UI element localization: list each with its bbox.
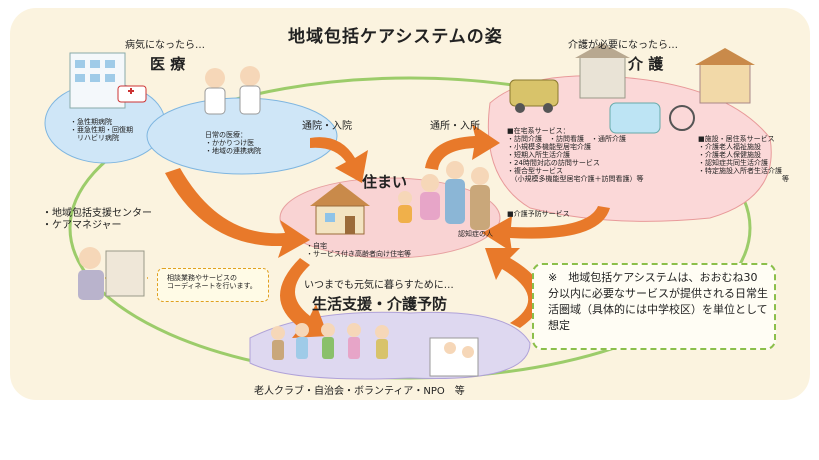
care-home-heading: ■在宅系サービス： [507, 127, 570, 135]
medical-daily-label: 日常の医療： [205, 131, 247, 139]
care-intro: 介護が必要になったら… [568, 40, 678, 51]
flow-arrows [165, 124, 610, 338]
coordinator-bubble-text: 相談業務やサービスの コーディネートを行います。 [167, 274, 257, 290]
care-facility-item: ・特定施設入所者生活介護 [698, 167, 782, 176]
care-prevention-service: ■介護予防サービス [507, 210, 570, 218]
medical-intro: 病気になったら… [125, 40, 205, 51]
care-facility-item: ・介護老人保健施設 [698, 151, 761, 160]
medical-daily-item: ・かかりつけ医 [205, 139, 255, 148]
care-home-services: ■在宅系サービス： ・訪問介護 ・訪問看護 ・通所介護 ・小規模多機能型居宅介護… [507, 127, 644, 183]
care-facility-item: 等 [698, 175, 789, 184]
arrow-label-medical: 通院・入院 [302, 121, 352, 132]
support-center-list: ・地域包括支援センター ・ケアマネジャー [42, 208, 152, 231]
diagram-background [44, 43, 772, 380]
hospital-illustration [69, 52, 147, 109]
house-illustration [310, 183, 370, 235]
diagram-title: 地域包括ケアシステムの姿 [288, 27, 503, 47]
coordinator-bubble-line: 相談業務やサービスの [167, 274, 237, 282]
care-home-item: ・24時間対応の訪問サービス [507, 159, 600, 168]
care-manager-illustration [78, 247, 145, 300]
care-home-item: ・訪問介護 ・訪問看護 ・通所介護 [507, 135, 626, 144]
note-box [532, 263, 776, 350]
home-item: ・自宅 [306, 242, 327, 250]
coordinator-bubble [157, 268, 269, 302]
arrow-home-to-living [280, 258, 328, 338]
doctors-illustration [204, 66, 261, 115]
arrow-living-to-home [485, 248, 543, 328]
care-home-item: （小規模多機能型居宅介護＋訪問看護）等 [507, 175, 644, 184]
medical-hospital-list: ・急性期病院 ・亜急性期・回復期 リハビリ病院 [70, 118, 133, 142]
care-facility-item: ・認知症共同生活介護 [698, 159, 768, 168]
living-heading: 生活支援・介護予防 [312, 295, 448, 313]
medical-hospital-item: ・急性期病院 [70, 118, 112, 126]
living-footer: 老人クラブ・自治会・ボランティア・NPO 等 [254, 386, 465, 397]
arrow-home-to-care [425, 124, 500, 170]
medical-hospital-item: リハビリ病院 [70, 134, 119, 143]
home-heading: 住まい [362, 173, 408, 191]
arrow-home-to-medical [310, 137, 368, 183]
community-illustration [271, 323, 479, 377]
medical-heading: 医 療 [150, 55, 186, 73]
care-heading: 介 護 [628, 55, 664, 73]
medical-daily-list: 日常の医療： ・かかりつけ医 ・地域の連携病院 [205, 131, 261, 155]
care-home-item: ・小規模多機能型居宅介護 [507, 143, 591, 152]
living-intro: いつまでも元気に暮らすために… [304, 280, 454, 291]
family-illustration [398, 161, 490, 230]
care-facility-services: ■施設・居住系サービス ・介護老人福祉施設 ・介護老人保健施設 ・認知症共同生活… [698, 135, 789, 183]
care-facility-heading: ■施設・居住系サービス [698, 135, 775, 143]
coordinator-bubble-line: コーディネートを行います。 [167, 282, 257, 291]
living-blob [249, 311, 531, 380]
home-list: ・自宅 ・サービス付き高齢者向け住宅等 [306, 242, 411, 258]
arrow-label-care: 通所・入所 [430, 121, 480, 132]
care-home-item: ・複合型サービス [507, 167, 563, 176]
medical-daily-item: ・地域の連携病院 [205, 147, 261, 156]
dementia-label: 認知症の人 [458, 230, 493, 238]
care-facility-illustration [509, 43, 755, 134]
arrow-care-to-home [482, 206, 610, 252]
home-item: ・サービス付き高齢者向け住宅等 [306, 250, 411, 259]
care-home-item: ・短期入所生活介護 [507, 151, 570, 160]
note-text: ※ 地域包括ケアシステムは、おおむね30分以内に必要なサービスが提供される日常生… [548, 271, 768, 332]
support-center-item: ・ケアマネジャー [42, 219, 122, 231]
arrow-medical-to-home [165, 168, 310, 258]
diagram-canvas: 地域包括ケアシステムの姿 病気になったら… 医 療 ・急性期病院 ・亜急性期・回… [10, 8, 810, 400]
medical-hospital-item: ・亜急性期・回復期 [70, 126, 133, 135]
care-facility-item: ・介護老人福祉施設 [698, 143, 761, 152]
support-center-item: ・地域包括支援センター [42, 208, 152, 219]
